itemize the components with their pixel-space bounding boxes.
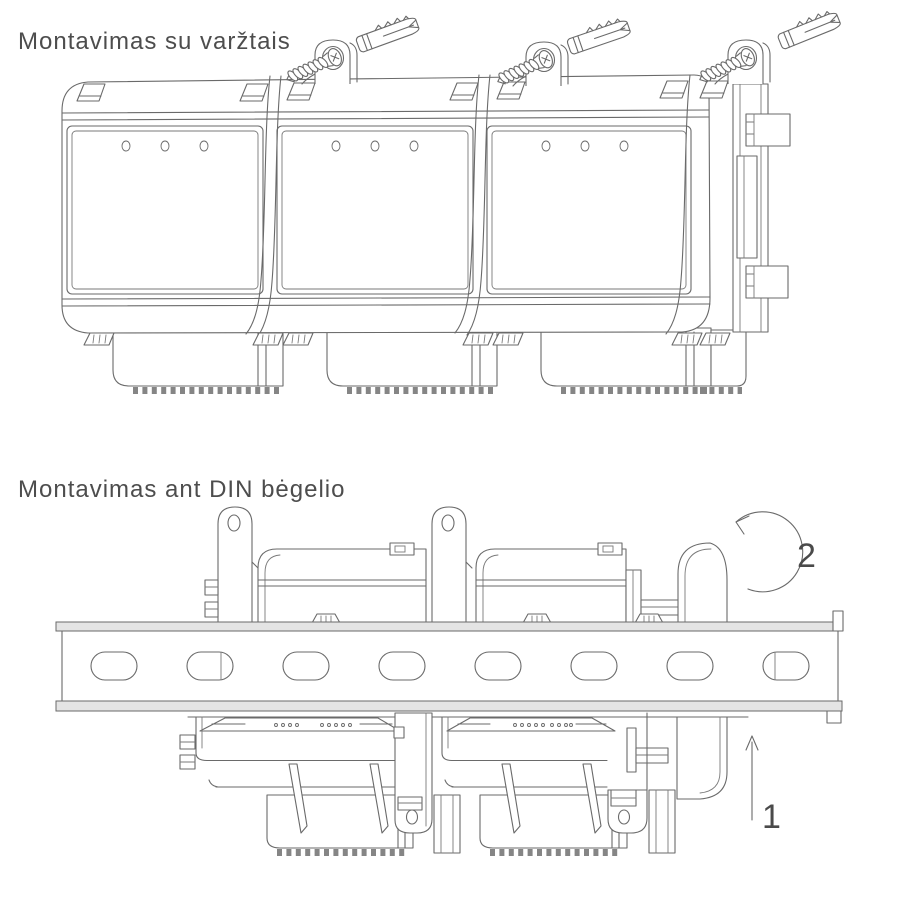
terminal-block (266, 794, 414, 849)
section-title-screw-mount: Montavimas su varžtais (18, 28, 291, 55)
rail-slot (762, 651, 810, 681)
rail-slot (570, 651, 618, 681)
hump-underside (676, 716, 728, 800)
rail-slot (282, 651, 330, 681)
module-underside-1 (195, 716, 431, 856)
din-latch-arm (635, 747, 669, 764)
rail-slot (186, 651, 234, 681)
latch-detail (389, 542, 415, 556)
module-seams (245, 74, 691, 337)
bottom-right-tab (607, 712, 669, 834)
terminal-block (479, 794, 628, 849)
rotate-step-arrow (735, 511, 804, 593)
foot-tab (83, 332, 115, 346)
wall-anchor-icon (353, 11, 421, 54)
modules-above-rail (204, 506, 728, 624)
step-2-label: 2 (797, 537, 816, 575)
module-panel-3 (486, 125, 692, 295)
rail-slot (378, 651, 426, 681)
rail-slot (90, 651, 138, 681)
rail-slot (666, 651, 714, 681)
module-side-view (732, 83, 791, 333)
terminal-blocks (112, 327, 747, 394)
tab-hole (617, 809, 631, 825)
wall-anchor-icon (775, 7, 843, 51)
side-clip-top (745, 113, 791, 147)
side-clip-bottom (745, 265, 789, 299)
tab-hole (227, 514, 241, 532)
module-panel-1 (66, 125, 264, 295)
wall-anchor-icon (564, 14, 632, 56)
din-latch-arm (640, 599, 680, 616)
release-fin (288, 763, 308, 834)
module-underside-2 (441, 716, 628, 856)
modules-below-rail (179, 710, 749, 856)
bottom-mounting-tab (393, 712, 433, 834)
screw-mount-diagram: Montavimas su varžtais (18, 7, 843, 394)
din-rail (55, 610, 844, 724)
module-side-hump (677, 542, 728, 623)
rear-mounting-tab (204, 506, 259, 623)
rail-slot (474, 651, 522, 681)
module-row-front-view (61, 74, 731, 346)
insert-step-arrow (745, 735, 759, 821)
rear-mounting-tab (431, 506, 473, 623)
step-1-label: 1 (762, 798, 781, 836)
tab-hole (405, 809, 419, 825)
step-annotations: 2 1 (735, 511, 816, 836)
section-title-din-mount: Montavimas ant DIN bėgelio (18, 476, 345, 503)
din-mount-diagram: Montavimas ant DIN bėgelio (18, 476, 844, 856)
rail-bottom-edge (55, 700, 843, 712)
led-hole (121, 140, 131, 152)
module-panel-2 (276, 125, 474, 295)
rail-top-edge (55, 621, 839, 632)
